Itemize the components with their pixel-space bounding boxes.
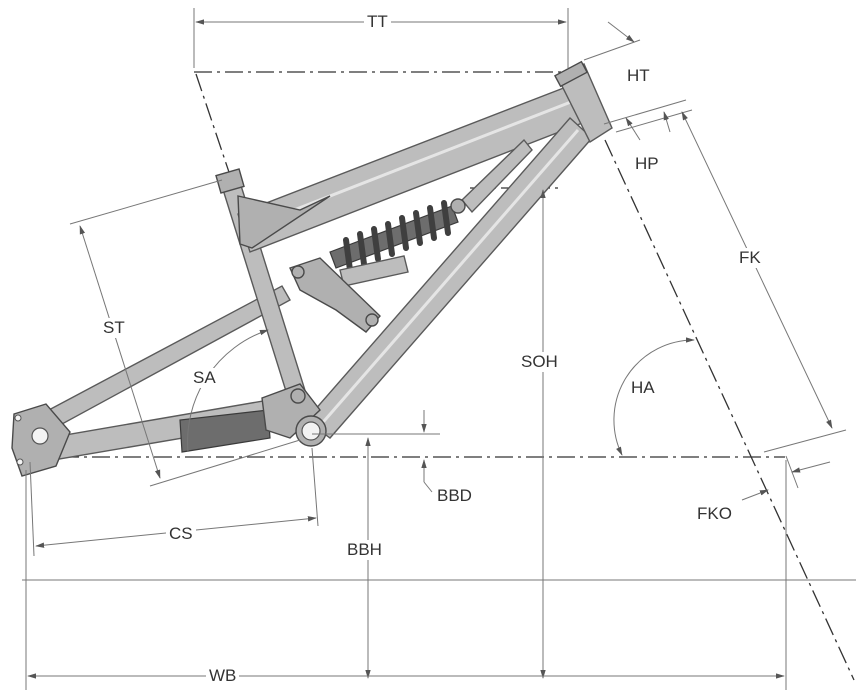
- fk-dimension: [681, 111, 833, 429]
- head-tube-cap: [553, 60, 589, 88]
- label-ha: HA: [628, 378, 658, 398]
- seat-tube-axis-line: [195, 73, 236, 191]
- label-hp: HP: [632, 154, 662, 174]
- bike-frame: [11, 60, 613, 477]
- main-pivot: [290, 388, 306, 404]
- label-wb: WB: [206, 666, 240, 686]
- label-tt: TT: [364, 12, 391, 32]
- top-tube-gusset: [237, 195, 331, 249]
- frame-brace: [461, 138, 533, 214]
- ht-dimension: [607, 21, 635, 43]
- label-soh: SOH: [518, 352, 561, 372]
- label-bbh: BBH: [344, 540, 385, 560]
- label-bbd: BBD: [434, 486, 475, 506]
- chain-stay-lower: [179, 409, 271, 453]
- label-ht: HT: [624, 66, 653, 86]
- hp-dimension: [663, 111, 671, 133]
- label-sa: SA: [190, 368, 219, 388]
- dimension-lines: [22, 8, 856, 690]
- steering-axis-line: [604, 139, 855, 681]
- fko-dimension: [791, 461, 831, 473]
- rocker-link: [289, 257, 381, 333]
- label-cs: CS: [166, 524, 196, 544]
- seat-clamp: [215, 168, 245, 194]
- label-fk: FK: [736, 248, 764, 268]
- label-st: ST: [100, 318, 128, 338]
- st-dimension: [79, 225, 161, 479]
- rear-shock: [329, 198, 466, 287]
- label-fko: FKO: [694, 504, 735, 524]
- ha-angle-arc: [613, 337, 695, 456]
